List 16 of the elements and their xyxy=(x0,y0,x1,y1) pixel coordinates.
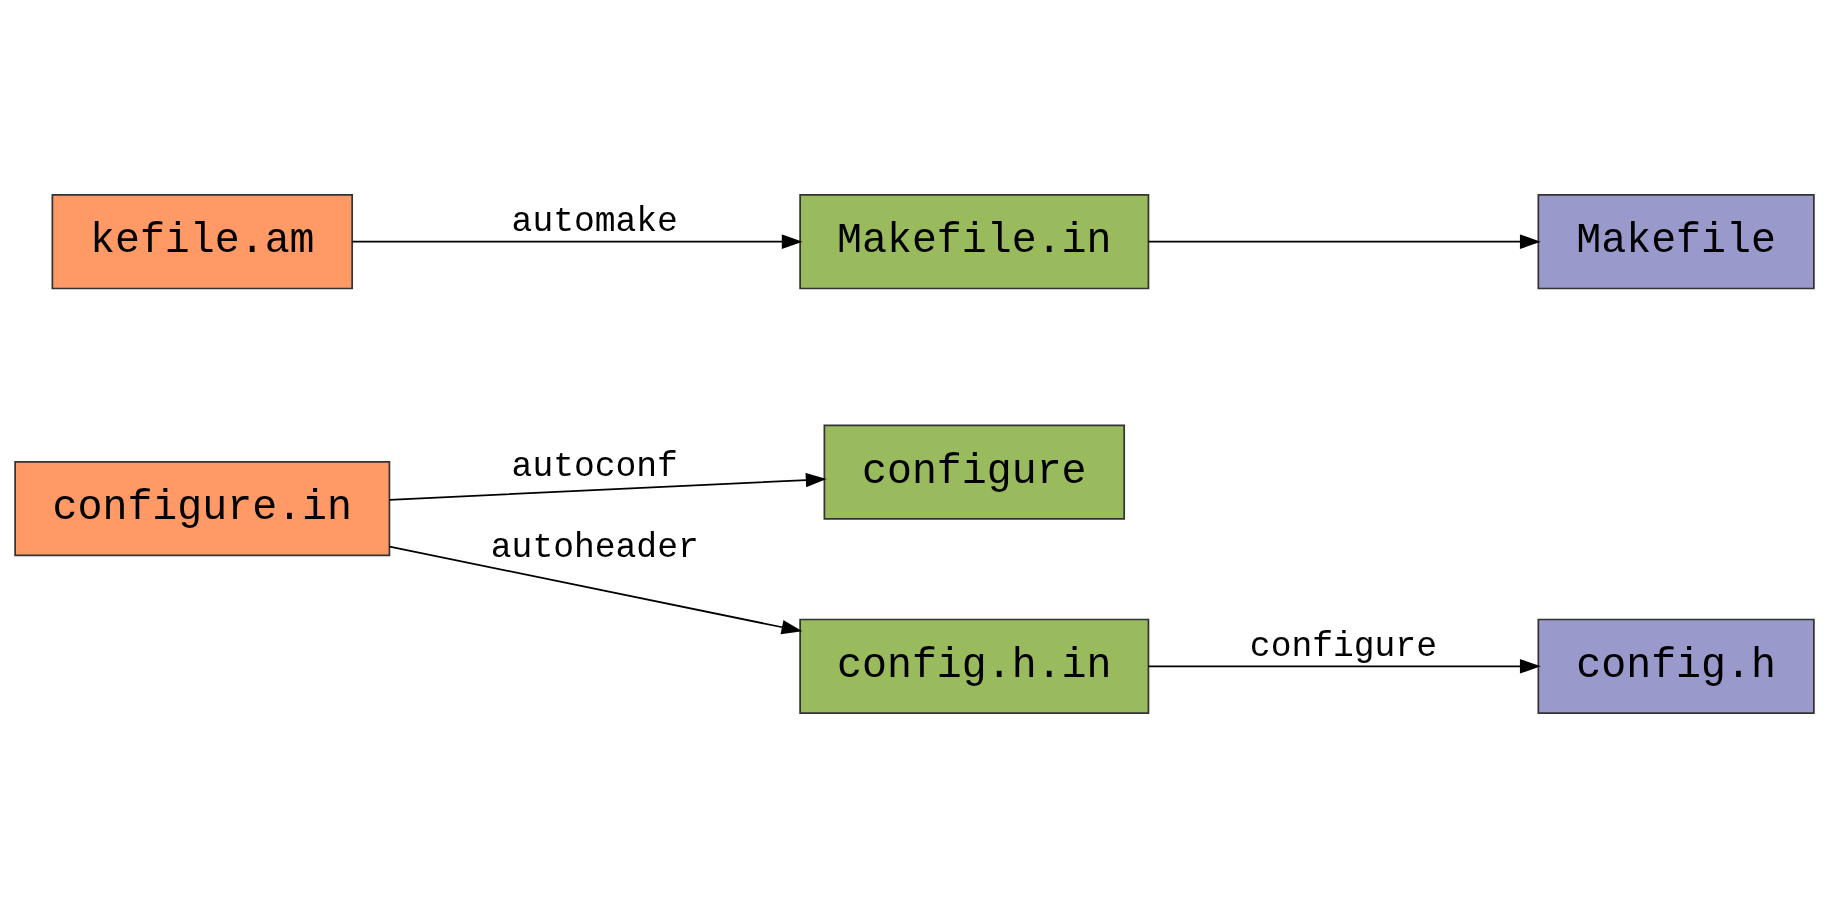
node-box: config.h xyxy=(1537,618,1815,714)
edge-label: autoheader xyxy=(490,528,699,568)
arrow xyxy=(388,545,803,635)
node-box: kefile.am xyxy=(51,194,354,290)
node-box: configure xyxy=(823,424,1126,520)
node-box: configure.in xyxy=(14,460,391,557)
edge-label: configure xyxy=(1249,626,1437,666)
node-box: config.h.in xyxy=(799,618,1150,714)
edge-label: autoconf xyxy=(511,446,678,486)
arrow xyxy=(351,234,803,249)
node-box: Makefile xyxy=(1537,194,1815,290)
arrow xyxy=(388,472,827,501)
edge-label: automake xyxy=(511,202,678,242)
arrow xyxy=(1147,234,1541,249)
node-box: Makefile.in xyxy=(799,194,1150,290)
arrow xyxy=(1147,659,1541,674)
